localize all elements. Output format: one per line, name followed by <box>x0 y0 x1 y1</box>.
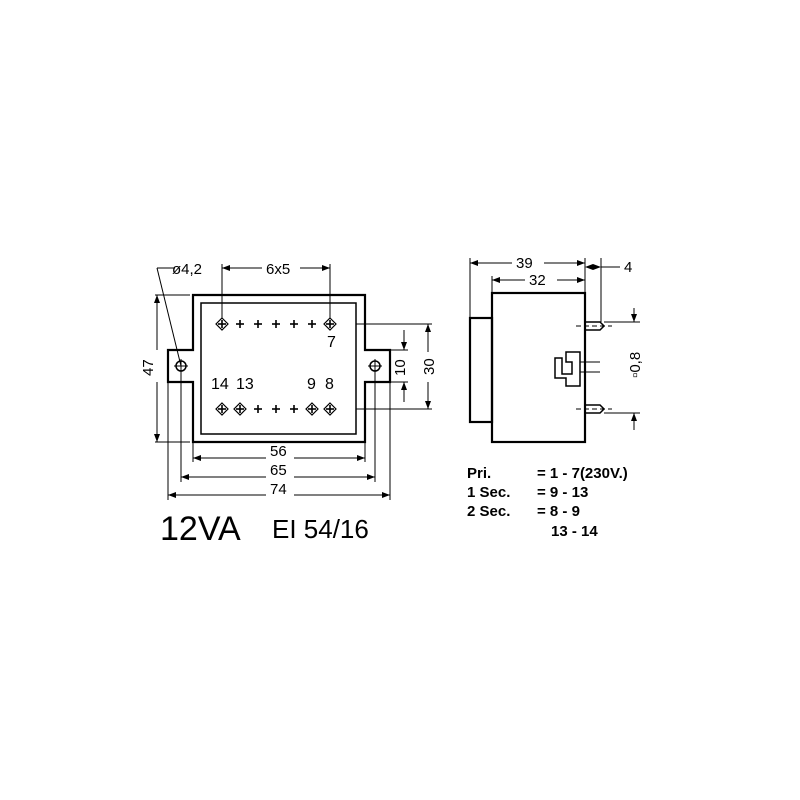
top-pin-row <box>215 317 337 331</box>
core-type: EI 54/16 <box>272 514 369 544</box>
pin-label-7: 7 <box>327 334 336 351</box>
dim-width-65: 65 <box>270 462 287 479</box>
top-row-pin <box>272 320 280 328</box>
top-row-pin <box>308 320 316 328</box>
bottom-row-pin <box>290 405 298 413</box>
dim-depth-32: 32 <box>529 272 546 289</box>
dim-pin-pitch: 6x5 <box>266 261 290 278</box>
dim-width-56: 56 <box>270 443 287 460</box>
bottom-row-pin <box>272 405 280 413</box>
power-rating: 12VA <box>160 510 241 548</box>
bottom-row-pin <box>323 402 337 416</box>
top-row-pin <box>254 320 262 328</box>
top-view-inner-frame <box>200 302 357 435</box>
winding-name-3: 2 Sec. <box>467 503 510 520</box>
top-row-pin <box>290 320 298 328</box>
side-view-body <box>490 291 587 444</box>
winding-name-1: Pri. <box>467 465 491 482</box>
top-view: 7 14 13 9 8 ø4,2 6x5 47 30 <box>140 261 438 548</box>
bottom-row-pin <box>305 402 319 416</box>
top-row-pin <box>323 317 337 331</box>
winding-name-2: 1 Sec. <box>467 484 510 501</box>
winding-pins-3: = 8 - 9 <box>537 503 580 520</box>
side-view-terminal <box>554 351 581 387</box>
dim-depth-39: 39 <box>516 255 533 272</box>
pin-label-9: 9 <box>307 376 316 393</box>
pin-label-8: 8 <box>325 376 334 393</box>
winding-pins-4: 13 - 14 <box>551 523 598 540</box>
pin-label-13: 13 <box>236 376 254 393</box>
pin-label-14: 14 <box>211 376 229 393</box>
dim-height-47: 47 <box>140 359 157 376</box>
bottom-row-pin <box>233 402 247 416</box>
winding-pins-2: = 9 - 13 <box>537 484 588 501</box>
dim-height-30: 30 <box>421 358 438 375</box>
bottom-row-pin <box>215 402 229 416</box>
top-row-pin <box>215 317 229 331</box>
top-row-pin <box>236 320 244 328</box>
dim-pin-size: ▫0,8 <box>627 352 644 378</box>
bottom-row-pin <box>254 405 262 413</box>
bottom-pin-row <box>215 402 337 416</box>
dim-pin-offset-4: 4 <box>624 259 632 276</box>
side-view: 39 32 4 ▫0,8 Pri. = 1 - 7(230V.) 1 Sec. … <box>467 255 644 540</box>
dim-width-74: 74 <box>270 481 287 498</box>
winding-spec-table: Pri. = 1 - 7(230V.) 1 Sec. = 9 - 13 2 Se… <box>467 465 628 540</box>
dim-height-10: 10 <box>392 359 409 376</box>
winding-pins-1: = 1 - 7(230V.) <box>537 465 628 482</box>
side-view-flange <box>468 316 494 424</box>
dim-hole-diameter: ø4,2 <box>172 261 202 278</box>
